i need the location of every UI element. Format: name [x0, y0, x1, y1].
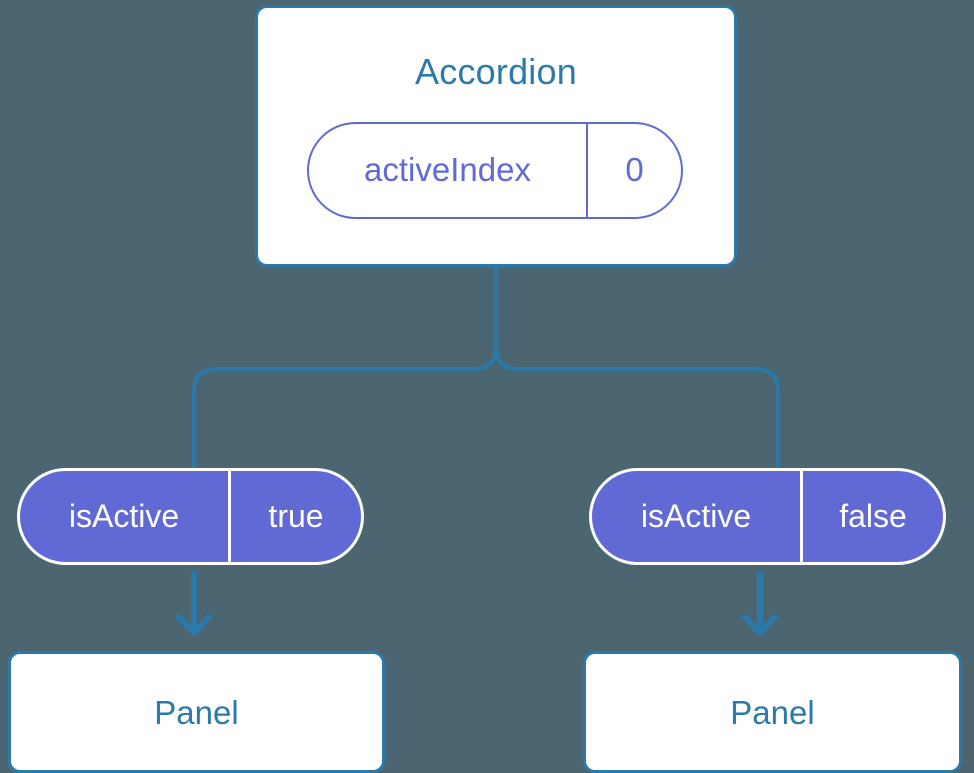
down-arrow-left — [176, 572, 212, 636]
down-arrow-right — [742, 572, 778, 636]
state-chip-active-index[interactable]: activeIndex 0 — [307, 122, 683, 219]
panel-title: Panel — [154, 693, 239, 731]
state-chip-key: activeIndex — [309, 124, 588, 217]
prop-chip-value: true — [268, 497, 324, 534]
panel-component-card-left[interactable]: Panel — [8, 651, 385, 773]
panel-component-card-right[interactable]: Panel — [583, 651, 962, 773]
state-chip-value: 0 — [625, 151, 644, 188]
panel-title: Panel — [730, 693, 815, 731]
prop-chip-key: isActive — [592, 471, 803, 562]
prop-chip-is-active-false[interactable]: isActive false — [589, 468, 946, 565]
prop-chip-value: false — [839, 497, 907, 534]
accordion-title: Accordion — [415, 51, 577, 92]
prop-chip-is-active-true[interactable]: isActive true — [17, 468, 364, 565]
tree-connector-path — [192, 265, 780, 472]
prop-chip-key: isActive — [20, 471, 231, 562]
